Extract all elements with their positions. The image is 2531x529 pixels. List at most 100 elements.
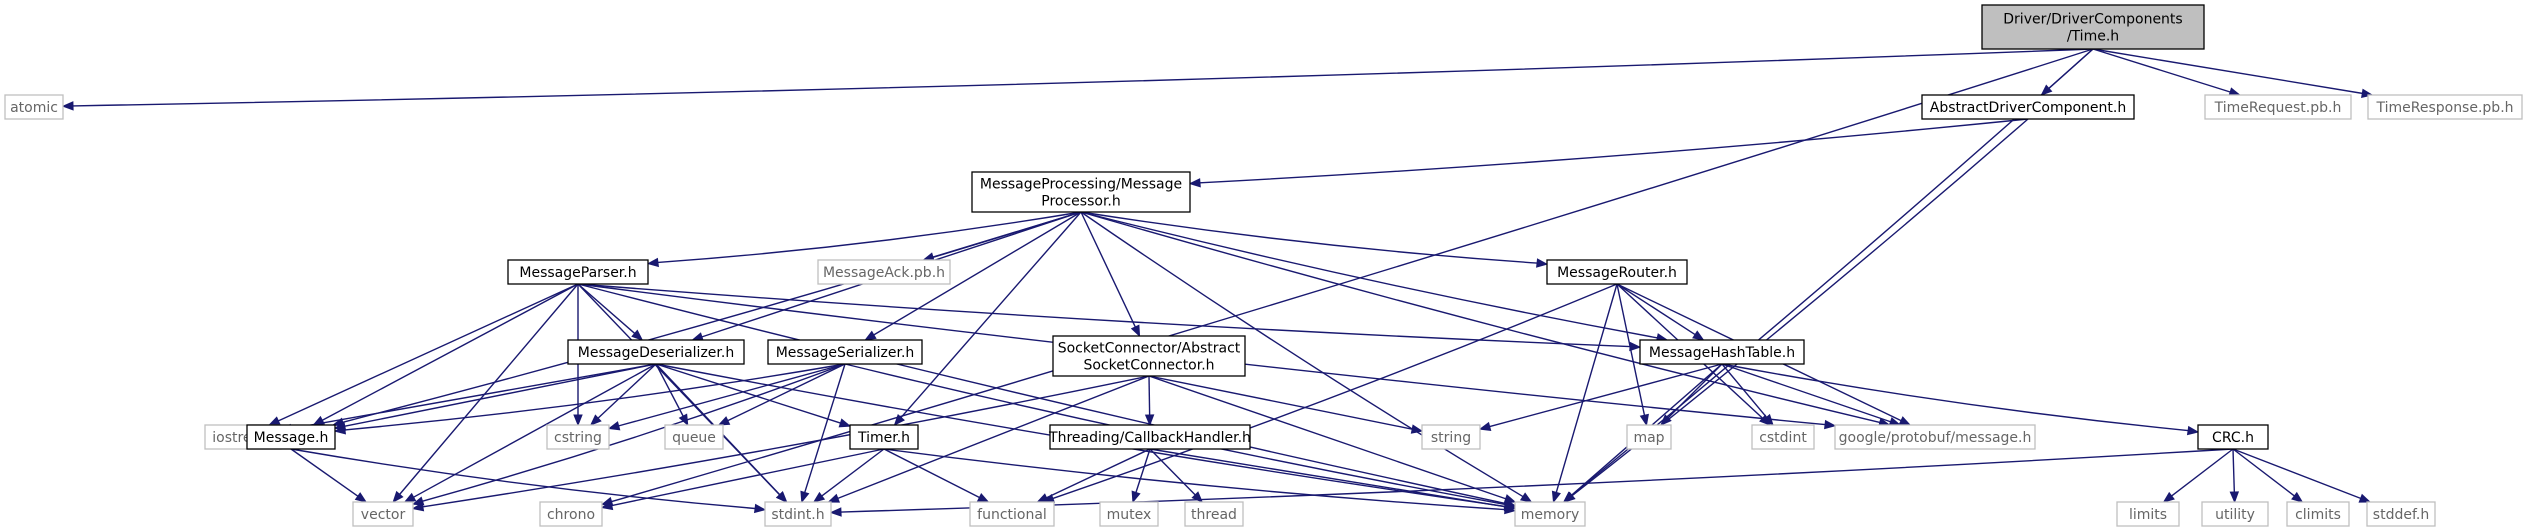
edge-line	[577, 283, 1506, 505]
node-box	[507, 259, 649, 285]
edge-line	[290, 448, 756, 510]
edge-mser-to-queue	[717, 363, 846, 426]
node-mparser[interactable]: MessageParser.h	[507, 259, 649, 285]
node-label: MessageHashTable.h	[1649, 345, 1795, 361]
edge-time-to-atomic	[61, 48, 2094, 111]
node-label: queue	[672, 430, 716, 446]
edge-line	[821, 448, 885, 497]
edge-arrowhead	[775, 491, 788, 503]
edge-line	[804, 363, 846, 493]
node-stdint: stdint.h	[764, 501, 832, 527]
node-label: TimeResponse.pb.h	[2375, 100, 2513, 116]
edge-line	[837, 375, 1150, 499]
node-label: utility	[2215, 507, 2255, 523]
edge-mp-to-mrouter	[1080, 211, 1549, 268]
edge-arrowhead	[1898, 416, 1912, 426]
node-string: string	[1421, 424, 1481, 450]
node-functional: functional	[969, 501, 1055, 527]
edge-mp-to-mparser	[646, 211, 1082, 268]
edge-mser-to-vector	[411, 363, 846, 506]
node-label: MessageParser.h	[519, 265, 636, 281]
node-treq: TimeRequest.pb.h	[2204, 94, 2352, 120]
edge-arrowhead	[1536, 258, 1549, 268]
edge-arrowhead	[1503, 501, 1517, 512]
edge-mrouter-to-map	[1616, 283, 1649, 427]
edge-arrowhead	[2162, 491, 2175, 503]
node-box	[1052, 335, 1246, 377]
edge-line	[900, 211, 1082, 418]
node-box	[1981, 4, 2205, 50]
node-cbh[interactable]: Threading/CallbackHandler.h	[1048, 424, 1251, 450]
node-label: vector	[361, 507, 406, 523]
edge-mdeser-to-messageh	[333, 363, 657, 431]
edge-arrowhead	[976, 493, 990, 503]
edge-crc-to-climits	[2232, 448, 2304, 503]
edge-line	[1616, 283, 1646, 416]
edge-line	[1149, 448, 1506, 508]
node-box	[567, 339, 745, 365]
edge-line	[290, 363, 657, 430]
edge-line	[1149, 448, 1196, 496]
node-label: mutex	[1107, 507, 1152, 523]
node-timer[interactable]: Timer.h	[849, 424, 919, 450]
edge-line	[655, 363, 684, 417]
node-label: Driver/DriverComponents	[2003, 12, 2182, 28]
edge-arrowhead	[800, 490, 810, 504]
edge-line	[727, 363, 846, 422]
node-crc[interactable]: CRC.h	[2197, 424, 2269, 450]
node-messageh[interactable]: Message.h	[246, 424, 336, 450]
node-box	[1421, 424, 1481, 450]
node-box	[1751, 424, 1815, 450]
node-label: string	[1431, 430, 1471, 446]
node-label: atomic	[10, 100, 58, 116]
edge-mparser-to-iostream	[268, 283, 579, 426]
edge-line	[1148, 375, 1151, 416]
node-label: chrono	[547, 507, 595, 523]
node-cstdint: cstdint	[1751, 424, 1815, 450]
edge-arrowhead	[600, 500, 614, 511]
edge-arrowhead	[1762, 413, 1774, 427]
node-box	[1834, 424, 2036, 450]
edge-mp-to-memory	[1080, 211, 1533, 503]
edge-line	[1148, 375, 1413, 430]
edge-arrowhead	[1131, 490, 1141, 504]
node-box	[1639, 339, 1805, 365]
edge-crc-to-utility	[2229, 448, 2240, 504]
node-queue: queue	[664, 424, 724, 450]
node-box	[817, 259, 951, 285]
node-mht[interactable]: MessageHashTable.h	[1639, 339, 1805, 365]
node-sock[interactable]: SocketConnector/AbstractSocketConnector.…	[1052, 335, 1246, 377]
edge-sock-to-memory	[1148, 375, 1517, 504]
edge-line	[1555, 283, 1618, 493]
edge-line	[1721, 363, 1768, 418]
edge-mp-to-sock	[1080, 211, 1141, 338]
edge-mht-to-string	[1478, 363, 1723, 432]
node-time[interactable]: Driver/DriverComponents/Time.h	[1981, 4, 2205, 50]
node-utility: utility	[2201, 501, 2269, 527]
node-cstring: cstring	[546, 424, 610, 450]
edge-line	[2171, 448, 2234, 497]
edge-arrowhead	[1503, 494, 1517, 504]
edge-line	[2232, 448, 2295, 497]
node-mdeser[interactable]: MessageDeserializer.h	[567, 339, 745, 365]
edge-time-to-treq	[2092, 48, 2242, 97]
node-mrouter[interactable]: MessageRouter.h	[1546, 259, 1688, 285]
edge-arrowhead	[1188, 178, 1201, 188]
node-box	[2116, 501, 2180, 527]
edge-arrowhead	[838, 418, 852, 428]
node-label: Threading/CallbackHandler.h	[1048, 430, 1251, 446]
node-box	[1049, 424, 1251, 450]
edge-arrowhead	[1478, 421, 1492, 432]
edge-messageh-to-stdint	[290, 448, 767, 514]
node-box	[2197, 424, 2269, 450]
node-adc[interactable]: AbstractDriverComponent.h	[1921, 94, 2135, 120]
edge-line	[278, 283, 579, 422]
edge-arrowhead	[1639, 413, 1649, 427]
edge-line	[342, 211, 1082, 423]
edge-arrowhead	[1144, 414, 1155, 427]
edge-arrowhead	[1824, 419, 1837, 430]
edge-mht-to-crc	[1721, 363, 2200, 436]
edge-arrowhead	[2291, 491, 2304, 503]
node-mser[interactable]: MessageSerializer.h	[767, 339, 923, 365]
